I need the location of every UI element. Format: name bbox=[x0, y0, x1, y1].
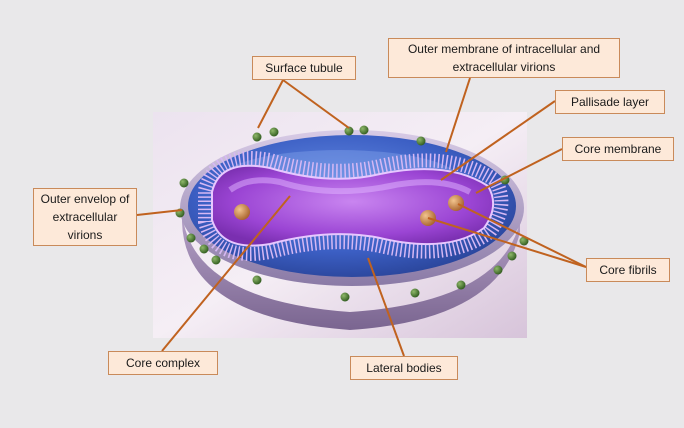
core-fibril bbox=[448, 195, 464, 211]
surface-tubule bbox=[253, 276, 262, 285]
surface-tubule bbox=[508, 252, 517, 261]
surface-tubule bbox=[187, 234, 196, 243]
label-core-membrane: Core membrane bbox=[562, 137, 674, 161]
label-core-fibrils: Core fibrils bbox=[586, 258, 670, 282]
label-outer-envelop: Outer envelop of extracellular virions bbox=[33, 188, 137, 246]
surface-tubule bbox=[417, 137, 426, 146]
surface-tubule bbox=[411, 289, 420, 298]
core-fibril bbox=[234, 204, 250, 220]
surface-tubule bbox=[200, 245, 209, 254]
surface-tubule bbox=[180, 179, 189, 188]
surface-tubule bbox=[341, 293, 350, 302]
label-surface-tubule: Surface tubule bbox=[252, 56, 356, 80]
surface-tubule bbox=[494, 266, 503, 275]
surface-tubule bbox=[270, 128, 279, 137]
surface-tubule bbox=[360, 126, 369, 135]
label-outer-membrane: Outer membrane of intracellular and extr… bbox=[388, 38, 620, 78]
label-pallisade-layer: Pallisade layer bbox=[555, 90, 665, 114]
label-lateral-bodies: Lateral bodies bbox=[350, 356, 458, 380]
label-core-complex: Core complex bbox=[108, 351, 218, 375]
surface-tubule bbox=[457, 281, 466, 290]
surface-tubule bbox=[212, 256, 221, 265]
surface-tubule bbox=[253, 133, 262, 142]
